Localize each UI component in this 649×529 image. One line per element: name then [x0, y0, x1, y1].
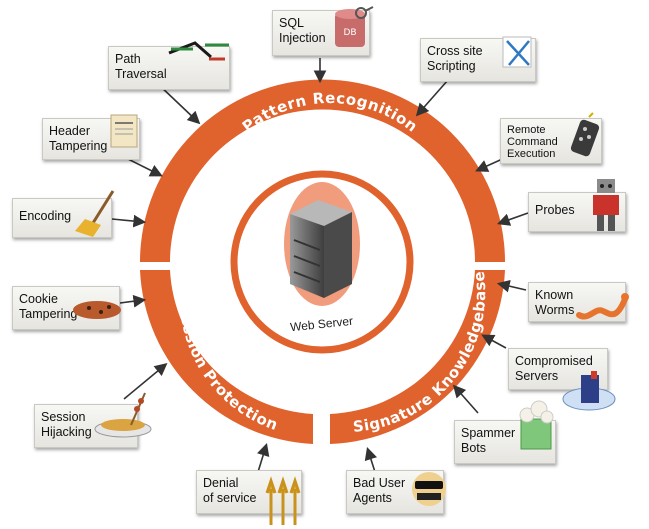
cookie-icon — [73, 301, 121, 319]
server-icon — [290, 200, 352, 298]
known-worms-label: Known Worms — [535, 288, 575, 317]
encoding-label: Encoding — [19, 209, 72, 223]
worm-icon — [576, 293, 629, 320]
sql-injection-label: SQL Injection — [279, 16, 326, 45]
xss-icon — [502, 36, 532, 68]
cookie-tampering-label: Cookie Tampering — [19, 292, 78, 321]
probes-card: Probes — [528, 179, 626, 232]
server-cloud-icon — [562, 371, 616, 411]
ring-segment-pattern-recognition — [140, 79, 505, 262]
path-traversal-icon — [168, 41, 229, 61]
sql-injection-card: SQL Injection DB — [272, 6, 374, 56]
header-tampering-card: Header Tampering — [42, 114, 140, 160]
remote-control-icon — [570, 112, 600, 157]
web-server-label: Web Server — [289, 314, 353, 335]
denial-of-service-card: Denial of service — [196, 470, 302, 525]
robot-icon — [593, 179, 619, 231]
remote-command-execution-label: Remote Command Execution — [507, 124, 558, 160]
broom-icon — [75, 190, 115, 237]
ring-segment-session-protection — [140, 270, 313, 444]
up-arrows-icon — [265, 476, 301, 525]
encoding-card: Encoding — [12, 190, 115, 238]
session-hijacking-card: Session Hijacking — [34, 392, 152, 448]
spammer-bots-label: Spammer Bots — [461, 426, 516, 455]
path-traversal-label: Path Traversal — [115, 52, 167, 81]
svg-text:DB: DB — [343, 28, 356, 38]
known-worms-card: Known Worms — [528, 282, 629, 322]
denial-of-service-label: Denial of service — [203, 476, 257, 505]
cross-site-scripting-card: Cross site Scripting — [420, 36, 536, 82]
compromised-servers-label: Compromised Servers — [515, 354, 593, 383]
remote-command-execution-card: Remote Command Execution — [500, 112, 602, 164]
document-icon — [110, 114, 138, 148]
compromised-servers-card: Compromised Servers — [508, 348, 616, 411]
bad-user-agents-label: Bad User Agents — [353, 476, 406, 505]
bad-user-agents-card: Bad User Agents — [346, 470, 446, 514]
food-plate-icon — [94, 392, 152, 438]
session-hijacking-label: Session Hijacking — [41, 410, 92, 439]
probes-label: Probes — [535, 203, 575, 217]
ring-segment-signature-knowledgebase — [330, 270, 505, 444]
spam-bin-icon — [519, 400, 554, 450]
cookie-tampering-card: Cookie Tampering — [12, 286, 121, 330]
header-tampering-label: Header Tampering — [49, 124, 108, 153]
cross-site-scripting-label: Cross site Scripting — [427, 44, 483, 73]
spammer-bots-card: Spammer Bots — [454, 400, 556, 464]
database-icon: DB — [335, 6, 374, 47]
masked-face-icon — [412, 472, 446, 506]
path-traversal-card: Path Traversal — [108, 41, 230, 90]
